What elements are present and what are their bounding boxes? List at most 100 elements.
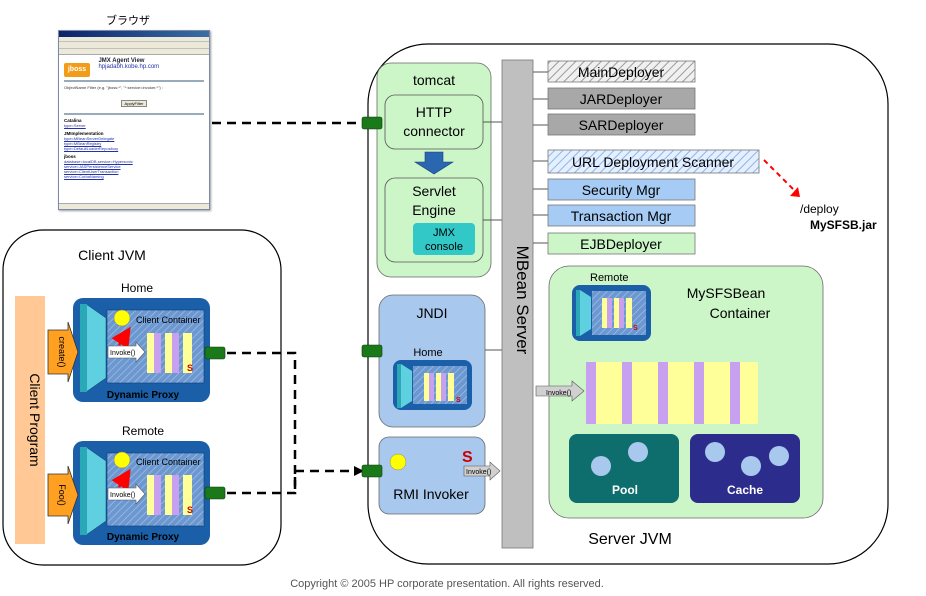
deploy-scan-arrowhead [790,187,800,197]
client-remote-invoke-arrow [107,483,146,505]
client-program-bar [15,296,45,544]
client-remote-s-mark: S [187,505,193,515]
client-home-container-label: Client Container [136,315,201,325]
server-interceptor [658,362,668,424]
client-home-interceptor [147,333,154,373]
rmi-port[interactable] [361,464,383,478]
client-remote-invoke-label: Invoke() [110,492,135,499]
bean-invoke-label: Invoke() [546,390,571,397]
bean-remote-label: Remote [590,272,629,284]
ejb-deployer [547,232,696,255]
server-interceptor [668,362,694,424]
server-interceptor [694,362,704,424]
browser-link: type=MBeanServerDelegate [64,136,115,141]
jndi-home-s-mark: S [456,397,461,404]
browser-page-heading: JMX Agent View hpjadabh.kobe.hp.com [98,58,160,70]
browser-content: jboss JMX Agent View hpjadabh.kobe.hp.co… [59,55,209,182]
jboss-logo: jboss [64,63,90,77]
client-home-red-arrow [111,326,131,350]
pool-instance-icon [591,456,611,476]
browser-link: service=ClientUserTransaction [64,169,119,174]
server-interceptor [740,362,758,424]
copyright-footer: Copyright © 2005 HP corporate presentati… [290,578,604,590]
bean-remote-interceptor [607,298,612,328]
client-remote-interceptor [172,475,179,515]
mbean-server-label: MBean Server [513,246,532,355]
browser-link: type=DefaultLoaderRepository [64,146,119,151]
transaction-mgr [547,204,696,227]
jndi-home-interceptor [441,373,446,401]
client-remote-interceptor [183,475,192,515]
browser-link: service=JASPersistenceService [64,164,121,169]
sar-deployer [547,113,696,136]
browser-address-bar [59,49,209,55]
jmx-console[interactable] [413,223,475,255]
server-interceptor [730,362,740,424]
main-deployer [547,60,696,83]
bean-remote-interceptor [619,298,624,328]
cache-instance-icon [769,446,789,466]
browser-section-title: Catalina [64,118,82,123]
client-remote-container-label: Client Container [136,457,201,467]
jndi-port[interactable] [361,344,383,358]
rmi-connection-arrowhead [354,466,364,476]
client-remote-red-arrow [111,468,131,492]
browser-link: database=localDB,service=Hypersonic [64,159,133,164]
client-home-s-mark: S [187,363,193,373]
browser-divider [64,80,204,82]
deployer-connector-lines [533,71,548,244]
server-interceptor [596,362,622,424]
server-jvm-title: Server JVM [588,531,672,548]
pool-label: Pool [612,483,638,497]
http-connector-port[interactable] [361,116,383,130]
url-deployment-scanner [547,149,760,174]
bean-remote-funnel [580,290,591,336]
browser-link: service=CorbaNaming [64,174,104,179]
client-remote-interceptor [147,475,154,515]
home-to-jndi-connection [227,351,297,492]
jndi-home-interceptor [429,373,434,401]
url-deployment-scanner-label: URL Deployment Scanner [572,154,734,170]
main-deployer-label: MainDeployer [578,64,665,80]
client-remote-proxy-label: Dynamic Proxy [107,532,180,543]
client-home-proxy-label: Dynamic Proxy [107,390,180,401]
client-home-invoke-arrow [107,341,146,363]
security-mgr [547,178,696,201]
server-interceptor [632,362,658,424]
bean-remote-interceptor [602,298,607,328]
client-remote-port[interactable] [204,486,226,500]
remote-to-rmi-connection [227,469,362,495]
create-method-label: create() [57,336,67,367]
browser-thumbnail: jboss JMX Agent View hpjadabh.kobe.hp.co… [58,30,210,210]
cache-instance-icon [705,442,725,462]
jndi-home-edge [397,364,401,408]
client-home-key-icon [113,309,131,327]
bean-remote-interceptor [626,298,632,328]
servlet-engine-label-2: Engine [412,202,456,218]
browser-section-title: JMImplementation [64,131,104,136]
client-home-port[interactable] [204,346,226,360]
deploy-file-label: MySFSB.jar [810,218,877,232]
client-remote-key-icon [113,451,131,469]
bean-remote-edge [576,290,580,336]
browser-titlebar [59,31,209,37]
rmi-s-mark: S [462,449,473,466]
jndi-title: JNDI [416,305,447,321]
tomcat-title: tomcat [413,72,455,88]
rmi-invoke-label: Invoke() [466,469,491,476]
http-connector-label-1: HTTP [416,104,453,120]
client-remote-interceptor [165,475,172,515]
sar-deployer-label: SARDeployer [579,117,664,133]
client-remote-proxy-funnel [85,446,107,536]
pool-instance-icon [628,442,648,462]
rmi-invoke-arrow [463,461,501,481]
browser-toolbar [59,42,209,49]
server-interceptor [704,362,730,424]
client-remote-proxy-edge [80,447,87,535]
bean-container-title-2: Container [710,305,771,321]
client-remote-interceptor [154,475,161,515]
browser-apply-button: ApplyFilter [120,100,148,107]
jmx-console-label-1: JMX [433,227,456,239]
jndi-home-interceptor [436,373,441,401]
